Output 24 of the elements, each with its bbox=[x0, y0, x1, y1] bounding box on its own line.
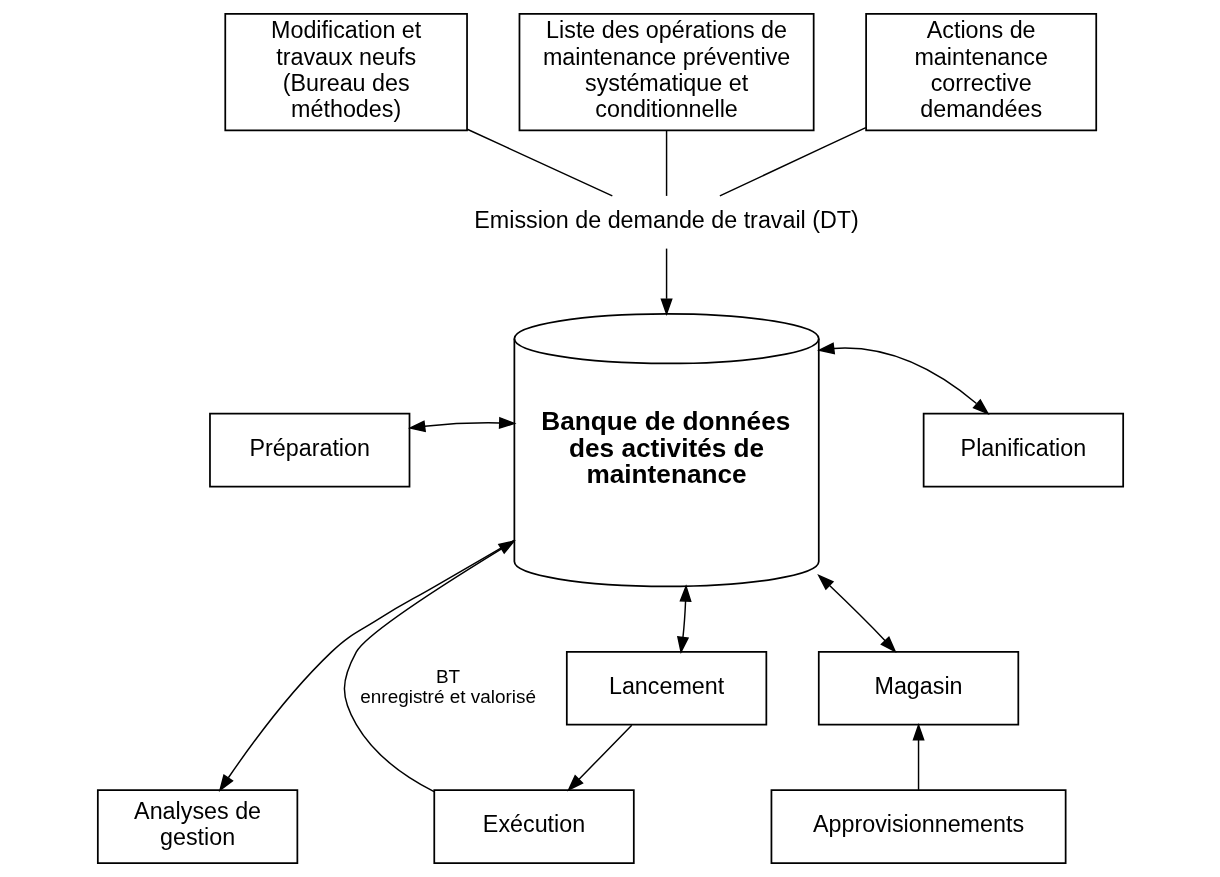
arrow bbox=[343, 540, 516, 793]
arrow bbox=[566, 724, 632, 792]
node-box: Liste des opérations de maintenance préventive systématique et conditionnelle bbox=[518, 13, 815, 132]
edge-label: BT enregistré et valorisé bbox=[359, 666, 536, 708]
node-box: Approvisionnements bbox=[770, 789, 1066, 864]
node-box: Lancement bbox=[565, 651, 767, 726]
arrow bbox=[911, 723, 925, 791]
arrow bbox=[407, 416, 516, 433]
node-box: Exécution bbox=[432, 789, 635, 864]
node-box: Planification bbox=[922, 412, 1124, 488]
node-box: Modification et travaux neufs (Bureau des méthodes) bbox=[223, 13, 468, 132]
node-box: Actions de maintenance corrective demandées bbox=[864, 13, 1097, 132]
connector bbox=[466, 128, 613, 197]
node-box: Préparation bbox=[208, 412, 410, 488]
arrow bbox=[816, 573, 897, 653]
node-text: Emission de demande de travail (DT) bbox=[473, 206, 859, 233]
node-box: Analyses de gestion bbox=[96, 789, 298, 864]
arrow bbox=[816, 342, 990, 415]
arrow bbox=[676, 584, 692, 655]
connector bbox=[718, 126, 867, 197]
arrow bbox=[218, 539, 515, 792]
connector bbox=[665, 129, 667, 197]
node-box: Magasin bbox=[817, 651, 1019, 726]
arrow bbox=[659, 247, 673, 316]
